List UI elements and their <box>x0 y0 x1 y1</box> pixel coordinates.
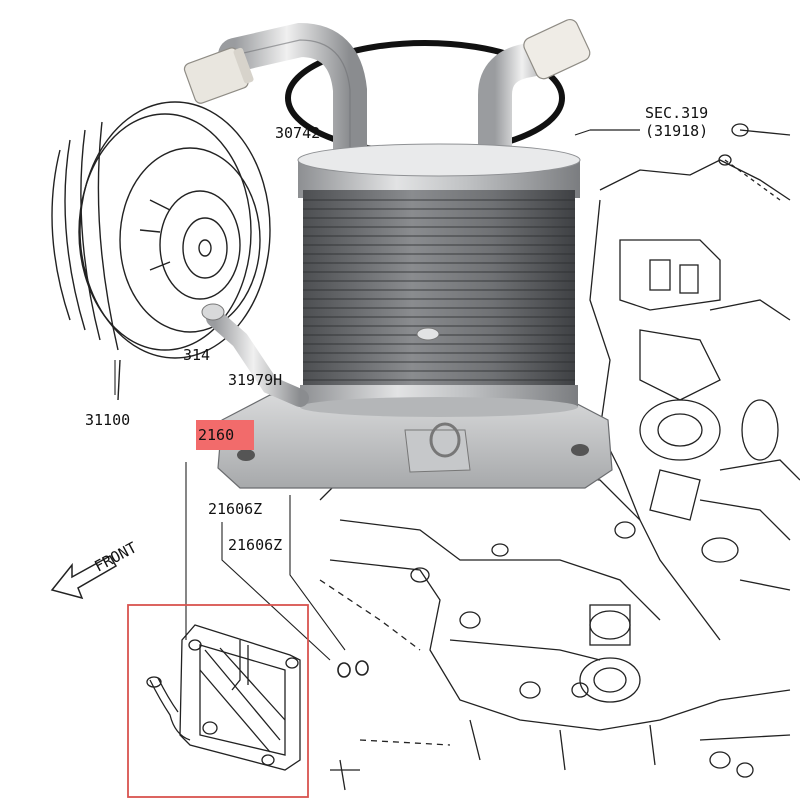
highlighted-part-label-bg <box>196 420 254 450</box>
oil-cooler-photo <box>183 18 613 489</box>
highlight-box <box>127 604 309 798</box>
sec-ref-label: (31918) <box>645 122 708 140</box>
front-arrow: FRONT <box>50 538 140 600</box>
right-pipe-cap <box>523 18 591 80</box>
oil-cooler-thumbnail-drawing <box>146 624 301 771</box>
leader-lines <box>114 129 591 661</box>
side-nipple-left <box>206 309 309 407</box>
left-pipe-cap <box>183 47 254 104</box>
transmission-case-drawing <box>589 123 800 641</box>
part-labels: SEC.319 (31918) 30742 314 31979H 31100 2… <box>85 104 708 554</box>
part-label-31979h: 31979H <box>228 371 282 389</box>
o-ring-pair <box>337 660 369 678</box>
front-label: FRONT <box>91 538 139 575</box>
sec-label: SEC.319 <box>645 104 708 122</box>
part-label-2160: 2160 <box>198 426 234 444</box>
part-label-30742: 30742 <box>275 124 320 142</box>
fin-lines <box>303 199 575 381</box>
part-label-31100: 31100 <box>85 411 130 429</box>
part-label-314: 314 <box>183 346 210 364</box>
valve-body-drawing <box>319 469 791 791</box>
part-label-21606z-b: 21606Z <box>228 536 282 554</box>
left-inlet-pipe <box>218 22 367 177</box>
torque-converter-drawing <box>51 101 271 401</box>
part-label-21606z-a: 21606Z <box>208 500 262 518</box>
